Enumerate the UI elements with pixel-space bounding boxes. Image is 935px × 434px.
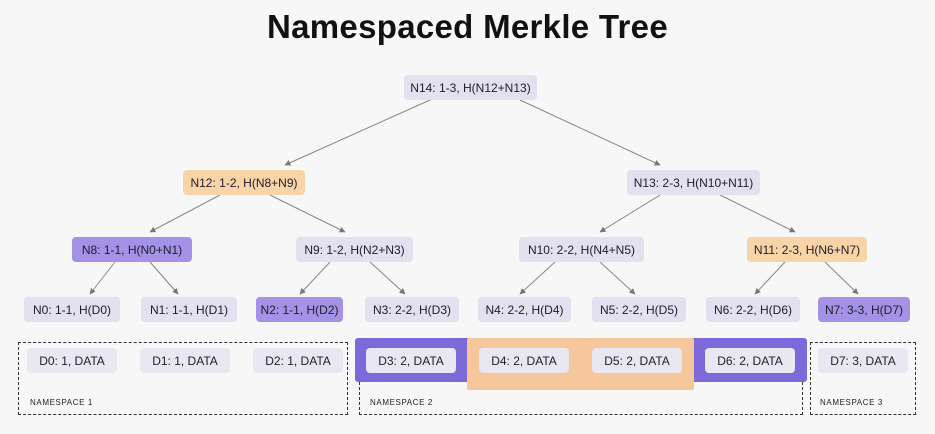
data-leaf-d7: D7: 3, DATA [818,348,908,373]
node-n5: N5: 2-2, H(D5) [592,297,686,322]
edge-n9-n3 [369,261,406,295]
node-n14: N14: 1-3, H(N12+N13) [404,75,537,100]
node-n7: N7: 3-3, H(D7) [818,297,910,322]
namespace-2-label: NAMESPACE 2 [370,398,433,407]
data-leaf-d2: D2: 1, DATA [253,348,343,373]
node-n10: N10: 2-2, H(N4+N5) [519,237,644,262]
data-leaf-d0: D0: 1, DATA [27,348,117,373]
namespace-1-box [18,342,348,415]
edge-n12-n8 [149,194,221,233]
node-n6: N6: 2-2, H(D6) [706,297,800,322]
edge-n9-n2 [299,261,331,295]
edge-n10-n5 [599,261,636,295]
edge-n8-n0 [89,261,116,295]
edge-n13-n10 [599,194,661,233]
node-n13: N13: 2-3, H(N10+N11) [627,170,760,195]
namespace-1-label: NAMESPACE 1 [30,398,93,407]
edge-n14-n12 [284,99,431,166]
data-leaf-d3: D3: 2, DATA [366,348,456,373]
data-leaf-d5: D5: 2, DATA [592,348,682,373]
node-n8: N8: 1-1, H(N0+N1) [72,237,192,262]
node-n2: N2: 1-1, H(D2) [256,297,343,322]
edge-n8-n1 [149,261,179,295]
namespace-3-box [810,342,916,415]
diagram-title: Namespaced Merkle Tree [267,8,668,45]
node-n9: N9: 1-2, H(N2+N3) [296,237,413,262]
node-n11: N11: 2-3, H(N6+N7) [747,237,867,262]
data-leaf-d6: D6: 2, DATA [705,348,795,373]
edge-n11-n6 [754,261,786,295]
data-leaf-d1: D1: 1, DATA [140,348,230,373]
edge-n13-n11 [719,194,796,233]
data-leaf-d4: D4: 2, DATA [479,348,569,373]
node-n1: N1: 1-1, H(D1) [141,297,237,322]
edge-n11-n7 [824,261,859,295]
edge-n14-n13 [519,99,661,166]
node-n12: N12: 1-2, H(N8+N9) [183,170,305,195]
namespace-3-label: NAMESPACE 3 [820,398,883,407]
node-n3: N3: 2-2, H(D3) [365,297,459,322]
edge-n12-n9 [269,194,346,233]
edge-n10-n4 [519,261,556,295]
node-n0: N0: 1-1, H(D0) [24,297,120,322]
node-n4: N4: 2-2, H(D4) [478,297,571,322]
